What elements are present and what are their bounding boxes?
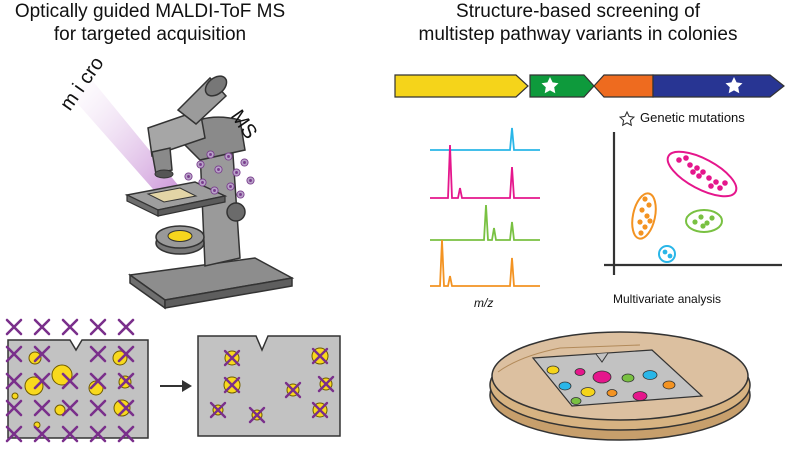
gene-cluster — [394, 74, 785, 98]
focus-knob — [226, 202, 246, 222]
objective-lens — [151, 147, 173, 175]
right-title-line2: multistep pathway variants in colonies — [418, 24, 738, 45]
right-title: Structure-based screening of multistep p… — [368, 0, 788, 46]
multivariate-plot — [604, 132, 782, 275]
target-plate-before — [5, 318, 149, 443]
gene-4 — [652, 74, 785, 98]
star-icon — [541, 77, 559, 94]
gene-3 — [593, 74, 654, 98]
target-plate-after — [197, 335, 341, 437]
star-icon — [618, 110, 636, 127]
gene-2 — [529, 74, 595, 98]
cluster-cyan — [658, 245, 676, 263]
target-slide — [146, 187, 198, 203]
right-title-line1: Structure-based screening of — [456, 1, 700, 22]
spectrum-cyan — [430, 127, 540, 151]
microscope-head — [147, 109, 206, 158]
laser-beam — [70, 80, 178, 197]
spectra-xlabel: m/z — [474, 296, 494, 310]
cluster-magenta — [666, 150, 738, 198]
cluster-orange — [631, 192, 657, 240]
arrow-right-icon — [160, 380, 192, 392]
spectrum-green — [430, 204, 540, 241]
microscope-icon — [70, 75, 295, 310]
spectrum-magenta — [430, 144, 540, 199]
star-icon — [725, 77, 743, 94]
mass-spectra — [430, 127, 540, 287]
spectrum-orange — [430, 239, 540, 287]
left-title-line2: for targeted acquisition — [53, 24, 247, 45]
target-plate-in-dish — [531, 349, 704, 407]
cluster-green — [685, 209, 723, 233]
legend-genetic-mutations: Genetic mutations — [640, 110, 745, 125]
left-title-line1: Optically guided MALDI-ToF MS — [14, 1, 286, 22]
multivariate-label: Multivariate analysis — [613, 292, 722, 306]
gene-1 — [394, 74, 529, 98]
petri-dish-icon — [489, 331, 751, 441]
left-title: Optically guided MALDI-ToF MS for target… — [0, 0, 300, 46]
